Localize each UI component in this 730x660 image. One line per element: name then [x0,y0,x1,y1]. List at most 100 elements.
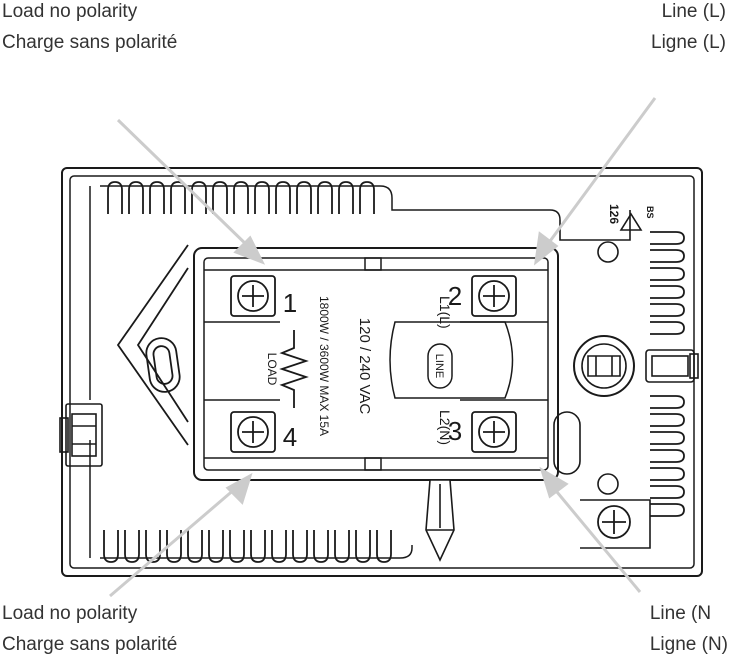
fin [107,181,123,214]
fin [149,181,165,214]
caption-text-en: Line (L) [661,1,726,22]
terminal-3-number: 3 [448,416,462,446]
resistor-symbol [279,330,309,408]
fin [124,530,140,563]
fin [317,181,333,214]
right-slot [553,411,581,475]
fin [233,181,249,214]
fin [650,395,685,409]
fin [275,181,291,214]
fin [313,530,329,563]
fin [208,530,224,563]
mounting-hole [573,335,635,397]
chevron-guide [116,244,189,446]
fin [128,181,144,214]
fin [650,321,685,335]
screw-terminal-1 [230,275,276,317]
screw-terminal-2 [471,275,517,317]
fin [650,231,685,245]
recycle-triangle-icon [619,212,643,231]
caption-top-right: Line (L) Ligne (L) [651,0,726,58]
fin [359,181,375,214]
arrow-top-right [533,97,657,266]
mounting-hole-inner [581,343,627,389]
caption-bottom-left: Load no polarity Charge sans polarité [2,598,177,660]
fin [338,181,354,214]
terminal-3-label: L2(N) [437,410,453,445]
caption-bottom-right: Line (N Ligne (N) [650,598,728,660]
small-hole-top [597,241,619,263]
fin [212,181,228,214]
fin [650,467,685,481]
left-clip-body [65,403,103,467]
fin [187,530,203,563]
left-clip [59,403,103,467]
caption-text-en: Load no polarity [2,1,138,22]
screw-bottom-right [597,505,631,539]
right-clip [645,349,695,383]
arrow-top-left [116,118,266,265]
screw-terminal-4 [230,411,276,453]
line-badge-outline [427,343,453,389]
fin [145,530,161,563]
housing [61,167,703,577]
load-label: LOAD [265,353,279,386]
caption-top-left: Load no polarity Charge sans polarité [2,0,177,58]
caption-text-en: Line (N [649,603,712,624]
terminal-block [193,247,559,481]
fin [103,530,119,563]
terminal-2-label: L1(L) [437,296,453,329]
caption-text-en: Load no polarity [2,603,138,624]
line-window [389,321,514,399]
right-fins [650,231,685,517]
fin [271,530,287,563]
terminal-1-number: 1 [283,288,297,318]
code-text: 126 [607,204,621,224]
bottom-fins [103,530,392,563]
chevron-slot-inner [152,345,174,385]
line-badge: LINE [427,343,453,389]
wire-plug [425,479,455,562]
caption-text-fr: Ligne (N) [649,634,728,655]
fin [376,530,392,563]
housing-outer [61,167,703,577]
mark-text: BS [645,206,655,219]
fin [250,530,266,563]
chevron-slot [145,337,181,393]
fin [166,530,182,563]
fin [650,413,685,427]
fin [650,303,685,317]
fin [254,181,270,214]
right-clip-tab [689,353,699,379]
screw-terminal-3 [471,411,517,453]
terminal-notch [364,457,382,471]
caption-text-fr: Charge sans polarité [2,32,178,53]
caption-text-fr: Charge sans polarité [2,634,178,655]
fin [650,267,685,281]
right-clip-inner [651,355,689,377]
fin [355,530,371,563]
mounting-hole-slot [587,355,621,377]
fin [191,181,207,214]
line-badge-text: LINE [433,354,445,378]
arrow-bottom-right [539,466,642,593]
terminal-notch [364,257,382,271]
housing-rim-top [100,185,561,221]
chevron-outer [116,244,189,446]
rating-text: 1800W / 3600W MAX 15A [317,296,331,436]
fin [334,530,350,563]
fin [292,530,308,563]
terminal-2-number: 2 [448,281,462,311]
fin [650,285,685,299]
screws [230,275,631,539]
chevron-inner [136,267,189,423]
caption-text-fr: Ligne (L) [651,32,726,53]
pointer-arrows [109,97,657,598]
device-text: 1 4 2 3 L1(L) L2(N) 1800W / 3600W MAX 15… [265,204,655,452]
terminal-4-number: 4 [283,422,297,452]
fin [229,530,245,563]
arrow-bottom-left [109,472,253,598]
right-bracket-bottom [580,499,651,549]
fin [650,249,685,263]
